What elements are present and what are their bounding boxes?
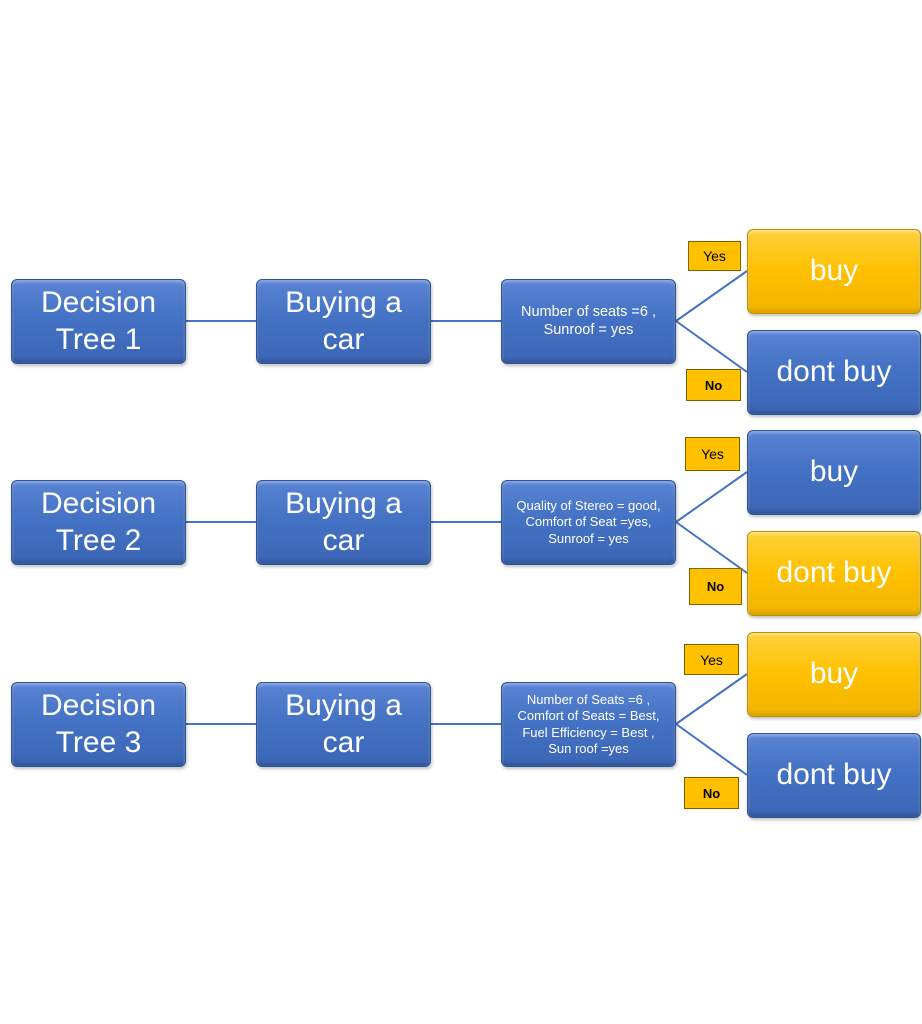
connector-tree3-condition-no bbox=[675, 723, 748, 776]
dont-buy-outcome-node: dont buy bbox=[747, 531, 921, 616]
connector-tree3-condition-yes bbox=[675, 673, 748, 725]
buy-outcome-node: buy bbox=[747, 632, 921, 717]
topic-node: Buying a car bbox=[256, 682, 431, 767]
no-label: No bbox=[684, 777, 739, 809]
buy-outcome-node: buy bbox=[747, 430, 921, 515]
connector-tree1-condition-no bbox=[675, 320, 748, 373]
tree-title-node: Decision Tree 3 bbox=[11, 682, 186, 767]
topic-node: Buying a car bbox=[256, 480, 431, 565]
tree-title-node: Decision Tree 2 bbox=[11, 480, 186, 565]
condition-node: Quality of Stereo = good, Comfort of Sea… bbox=[501, 480, 676, 565]
connector-tree2-condition-no bbox=[675, 521, 748, 574]
no-label: No bbox=[686, 369, 741, 401]
no-label: No bbox=[689, 568, 742, 605]
condition-node: Number of Seats =6 , Comfort of Seats = … bbox=[501, 682, 676, 767]
topic-node: Buying a car bbox=[256, 279, 431, 364]
dont-buy-outcome-node: dont buy bbox=[747, 330, 921, 415]
buy-outcome-node: buy bbox=[747, 229, 921, 314]
condition-node: Number of seats =6 , Sunroof = yes bbox=[501, 279, 676, 364]
dont-buy-outcome-node: dont buy bbox=[747, 733, 921, 818]
yes-label: Yes bbox=[684, 644, 739, 675]
connector-tree1-condition-yes bbox=[675, 270, 748, 322]
tree-title-node: Decision Tree 1 bbox=[11, 279, 186, 364]
yes-label: Yes bbox=[685, 437, 740, 471]
yes-label: Yes bbox=[688, 241, 741, 271]
connector-tree2-condition-yes bbox=[675, 471, 748, 523]
